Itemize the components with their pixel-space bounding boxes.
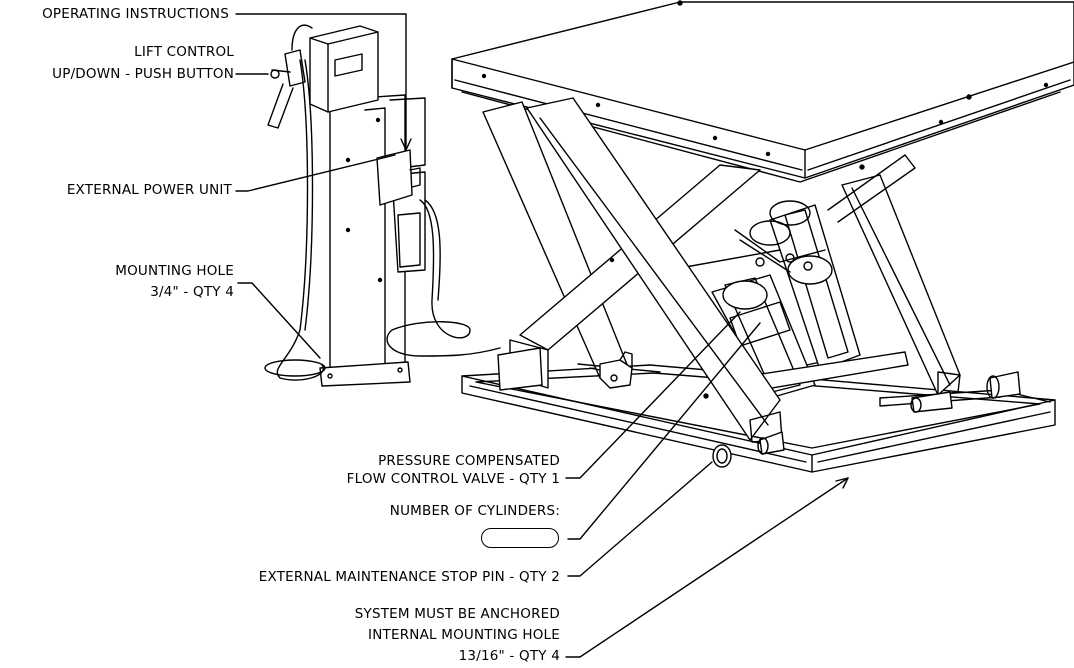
external-power-unit-label: EXTERNAL POWER UNIT <box>66 182 232 198</box>
control-box <box>309 25 379 113</box>
pressure-valve-label-line2: FLOW CONTROL VALVE - QTY 1 <box>346 471 560 487</box>
pressure-valve-label-line1: PRESSURE COMPENSATED <box>378 453 560 469</box>
anchor-label-line2: INTERNAL MOUNTING HOLE <box>368 627 560 643</box>
external-power-unit-stand <box>319 94 426 387</box>
mounting-hole-detail-label: 3/4" - QTY 4 <box>150 284 234 300</box>
anchor-label-line3: 13/16" - QTY 4 <box>458 648 560 664</box>
rollers <box>757 371 1021 455</box>
lift-platform <box>451 0 1074 183</box>
flow-control-valve <box>577 351 661 389</box>
lift-control-label: LIFT CONTROL <box>134 44 234 60</box>
maintenance-stop-pin <box>712 444 732 468</box>
number-of-cylinders-label: NUMBER OF CYLINDERS: <box>389 503 560 519</box>
anchor-label-line1: SYSTEM MUST BE ANCHORED <box>354 606 560 622</box>
pendant-control <box>267 24 313 129</box>
operating-instructions-label: OPERATING INSTRUCTIONS <box>42 6 229 22</box>
operating-instructions-panel <box>376 149 421 206</box>
mounting-hole-label: MOUNTING HOLE <box>115 263 234 279</box>
leader-lines <box>235 13 849 658</box>
junction-box <box>497 347 543 391</box>
scissor-arms-front <box>526 97 961 443</box>
number-of-cylinders-field[interactable] <box>481 528 559 548</box>
hydraulic-cylinders <box>711 200 909 399</box>
lift-control-detail-label: UP/DOWN - PUSH BUTTON <box>52 66 234 82</box>
scissor-lift-table <box>451 0 1074 473</box>
stop-pin-label: EXTERNAL MAINTENANCE STOP PIN - QTY 2 <box>258 569 560 585</box>
